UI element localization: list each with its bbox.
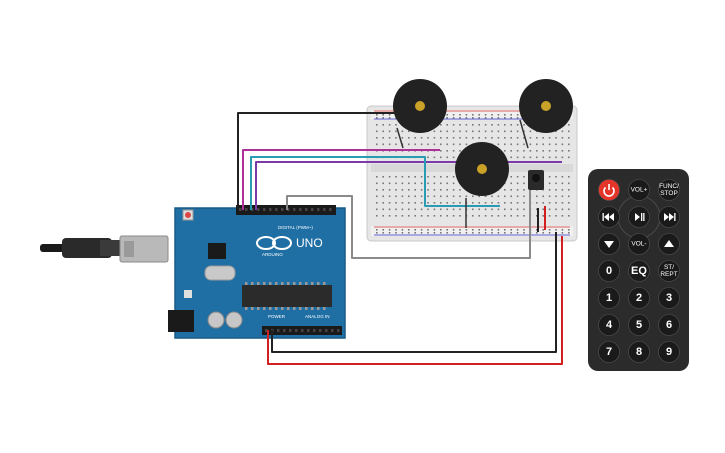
power-label: POWER — [268, 314, 286, 319]
next-icon — [664, 213, 676, 221]
digital-label: DIGITAL (PWM~) — [278, 225, 313, 230]
remote-button-label: REPT — [660, 271, 677, 278]
analog-label: ANALOG IN — [305, 314, 330, 319]
remote-button-label: ST/ — [664, 264, 674, 271]
remote-button-label: 1 — [606, 292, 612, 304]
remote-button-label: 4 — [606, 319, 613, 331]
remote-button-label: 9 — [666, 346, 672, 358]
wire-black-top — [237, 112, 400, 210]
remote-button-label: FUNC/ — [659, 183, 679, 190]
remote-button-5[interactable]: 5 — [628, 314, 650, 336]
remote-button-up[interactable] — [658, 233, 680, 255]
usb-chip — [208, 243, 226, 259]
dc-jack — [168, 310, 194, 332]
remote-button-label: VOL- — [631, 241, 646, 248]
remote-button-label: 5 — [636, 319, 642, 331]
remote-button-label: VOL+ — [631, 187, 648, 194]
remote-button-label: 0 — [606, 265, 612, 277]
board-led — [184, 290, 192, 298]
buzzer-leg-2 — [519, 119, 529, 149]
capacitor-1 — [207, 311, 225, 329]
buzzer-2 — [519, 79, 573, 133]
arduino-uno: UNO ARDUINO DIGITAL (PWM~) POWER ANALOG … — [168, 205, 346, 339]
arduino-logo: UNO ARDUINO — [256, 236, 323, 257]
remote-button-label: 8 — [636, 346, 642, 358]
buzzer-1 — [393, 79, 447, 133]
reset-button[interactable] — [185, 212, 191, 218]
remote-button-0[interactable]: 0 — [598, 260, 620, 282]
wire-black-gnd — [271, 232, 557, 353]
remote-button-7[interactable]: 7 — [598, 341, 620, 363]
buzzer-3 — [455, 142, 509, 196]
wire-gray — [286, 190, 531, 259]
remote-button-vol-up[interactable]: VOL+ — [628, 179, 650, 201]
down-arrow-icon — [604, 241, 614, 248]
play-pause-icon — [635, 213, 645, 221]
remote-button-1[interactable]: 1 — [598, 287, 620, 309]
remote-button-next[interactable] — [658, 206, 680, 228]
remote-button-label: 2 — [636, 292, 642, 304]
crystal — [204, 265, 236, 281]
up-arrow-icon — [664, 240, 674, 247]
remote-button-prev[interactable] — [598, 206, 620, 228]
remote-button-label: 6 — [666, 319, 672, 331]
remote-button-6[interactable]: 6 — [658, 314, 680, 336]
board-uno-text: UNO — [296, 236, 323, 250]
buzzer-leg-1 — [396, 127, 404, 149]
usb-cable — [40, 235, 169, 263]
capacitor-2 — [225, 311, 243, 329]
remote-button-4[interactable]: 4 — [598, 314, 620, 336]
microcontroller-chip — [242, 285, 332, 307]
remote-button-play-pause[interactable] — [628, 206, 650, 228]
wire-magenta — [242, 149, 440, 210]
remote-button-label: 7 — [606, 346, 612, 358]
prev-icon — [602, 213, 614, 221]
board-arduino-text: ARDUINO — [262, 252, 283, 257]
remote-button-down[interactable] — [598, 233, 620, 255]
ir-remote: VOL+ FUNC/STOP VOL- 0 EQ ST/REPT 1 2 3 4 5 6 7 8 9 — [588, 169, 689, 371]
wire-red-5v — [267, 236, 563, 365]
remote-button-power[interactable] — [598, 179, 620, 201]
remote-button-label: STOP — [660, 190, 678, 197]
remote-button-eq[interactable]: EQ — [628, 260, 650, 282]
remote-button-9[interactable]: 9 — [658, 341, 680, 363]
wire-teal — [250, 156, 500, 210]
remote-button-8[interactable]: 8 — [628, 341, 650, 363]
power-icon — [603, 184, 615, 197]
remote-button-vol-down[interactable]: VOL- — [628, 233, 650, 255]
remote-button-label: EQ — [631, 265, 647, 277]
remote-button-2[interactable]: 2 — [628, 287, 650, 309]
remote-button-3[interactable]: 3 — [658, 287, 680, 309]
ir-receiver — [528, 170, 544, 190]
remote-button-label: 3 — [666, 292, 672, 304]
remote-button-st-rept[interactable]: ST/REPT — [658, 260, 680, 282]
remote-button-func-stop[interactable]: FUNC/STOP — [658, 179, 680, 201]
